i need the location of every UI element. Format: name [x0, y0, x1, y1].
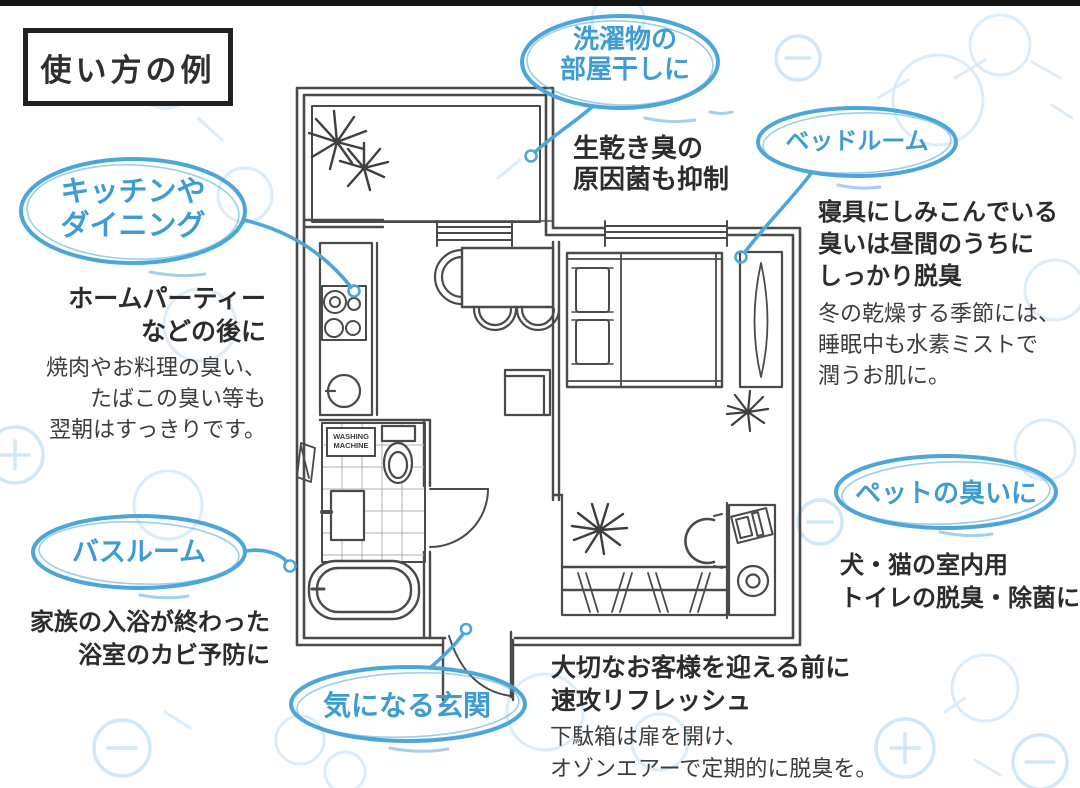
- bathroom-window: [296, 442, 316, 483]
- closet-plant-icon: [725, 389, 770, 433]
- note-kitchen-heading: ホームパーティー などの後に: [68, 285, 266, 346]
- page-title: 使い方の例: [23, 28, 233, 106]
- page-title-text: 使い方の例: [40, 52, 216, 88]
- bubble-label-bedroom: ベッドルーム: [785, 128, 929, 155]
- note-pet: 犬・猫の室内用 トイレの脱臭・除菌に: [840, 552, 1080, 612]
- closet: [738, 250, 784, 389]
- connector-bath: [244, 548, 297, 573]
- floor-plan: [295, 86, 802, 702]
- bubble-bedroom: [756, 106, 958, 178]
- dining-chairs: [433, 248, 561, 332]
- minus-bubble-icon: [92, 34, 1069, 788]
- plus-bubble-icon: [0, 425, 936, 779]
- connector-bedroom: [734, 170, 814, 264]
- bubble-label-pet: ペットの臭いに: [854, 478, 1037, 508]
- connector-laundry: [524, 105, 594, 163]
- pet-corner: [560, 493, 729, 620]
- note-bedroom-body: 冬の乾燥する季節には、 睡眠中も水素ミストで 潤うお肌に。: [818, 301, 1061, 388]
- bubble-label-kitchen: キッチンや ダイニング: [60, 176, 206, 242]
- vanity-icon: [320, 489, 366, 542]
- note-laundry: 生乾き臭の 原因菌も抑制: [573, 133, 730, 194]
- top-letterbox-bar: [0, 0, 1080, 6]
- pillow-icons: [571, 267, 614, 365]
- bubble-kitchen: [19, 157, 247, 265]
- annotation-layer: [19, 14, 1058, 753]
- pet-bowl-icon: [736, 564, 770, 598]
- bubble-laundry: [520, 14, 720, 110]
- pet-plant-icon: [570, 502, 629, 556]
- kitchen-sink-icon: [324, 373, 362, 409]
- note-bath: 家族の入浴が終わった 浴室のカビ予防に: [30, 609, 270, 669]
- note-entrance-heading: 大切なお客様を迎える前に 速攻リフレッシュ: [551, 654, 851, 715]
- washing-machine-label: WASHING MACHINE: [326, 427, 376, 457]
- interior-door-icon: [429, 488, 489, 548]
- dining-table: [460, 246, 555, 309]
- note-entrance-body: 下駄箱は扉を開け、 オゾンエアーで定期的に脱臭を。: [550, 724, 878, 781]
- dining-window: [436, 220, 513, 247]
- pet-bed-icon: [684, 513, 723, 569]
- laundry-room: [311, 105, 541, 223]
- bubble-underline-strokes: [138, 110, 994, 753]
- bubble-label-laundry: 洗濯物の 部屋干しに: [559, 24, 690, 85]
- bubble-pet: [834, 454, 1058, 530]
- note-kitchen-body: 焼肉やお料理の臭い、 たばこの臭い等も 翌朝はすっきりです。: [45, 355, 266, 442]
- connector-entrance: [428, 622, 473, 670]
- pet-mat: [560, 565, 729, 592]
- note-bedroom-heading: 寝具にしみこんでいる 臭いは昼間のうちに しっかり脱臭: [818, 199, 1058, 290]
- bedroom-window: [604, 220, 728, 247]
- bubble-entrance: [289, 665, 527, 743]
- bubble-label-entrance: 気になる玄関: [322, 690, 491, 721]
- toilet-icon: [380, 424, 417, 485]
- bathtub-icon: [307, 559, 421, 621]
- connector-kitchen: [242, 218, 361, 298]
- litter-box-icon: [730, 507, 774, 544]
- stool: [503, 368, 552, 417]
- bubble-label-bath: バスルーム: [71, 537, 207, 567]
- plant-icon: [307, 109, 390, 192]
- outer-walls: [295, 86, 802, 647]
